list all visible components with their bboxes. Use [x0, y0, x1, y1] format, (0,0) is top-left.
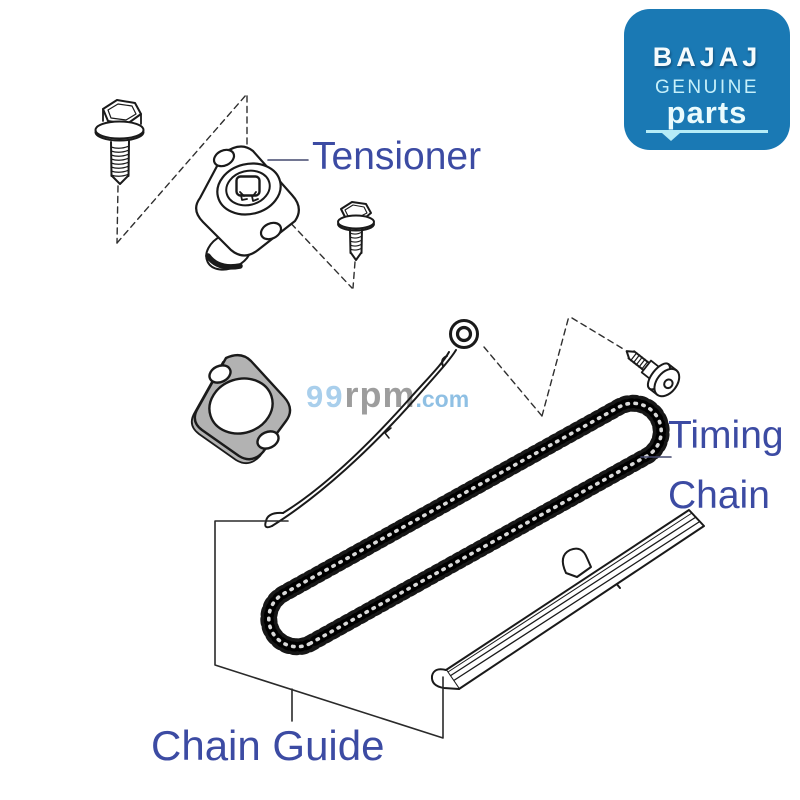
guide-pivot-bolt	[625, 350, 681, 398]
hex-flange-bolt-large	[94, 99, 145, 185]
chain-guide-label: Chain Guide	[151, 722, 385, 769]
genuine-text: GENUINE	[654, 77, 760, 98]
fixed-chain-guide	[430, 509, 705, 690]
parts-text: parts	[666, 95, 748, 130]
hex-flange-bolt-small	[337, 201, 375, 261]
label-leader-lines	[214, 159, 672, 739]
watermark-name: rpm	[344, 374, 416, 415]
watermark-suffix: .com	[415, 386, 470, 412]
pivoting-chain-guide-blade	[264, 319, 479, 529]
logo-underline	[646, 130, 768, 141]
timing-chain-label-line1: Timing	[668, 414, 784, 457]
timing-chain	[260, 394, 670, 656]
brand-name: BAJAJ	[652, 42, 762, 72]
watermark: 99 rpm .com	[306, 374, 469, 416]
bajaj-logo: BAJAJ GENUINE parts	[624, 9, 790, 150]
tensioner-assembly	[195, 145, 300, 271]
watermark-prefix: 99	[306, 379, 345, 414]
timing-chain-label: Timing Chain	[668, 406, 784, 526]
tensioner-gasket	[190, 353, 292, 465]
down-arrow-icon	[662, 133, 680, 141]
timing-chain-label-line2: Chain	[668, 474, 770, 517]
assembly-dashed-lines	[116, 94, 626, 417]
tensioner-label: Tensioner	[312, 135, 482, 178]
